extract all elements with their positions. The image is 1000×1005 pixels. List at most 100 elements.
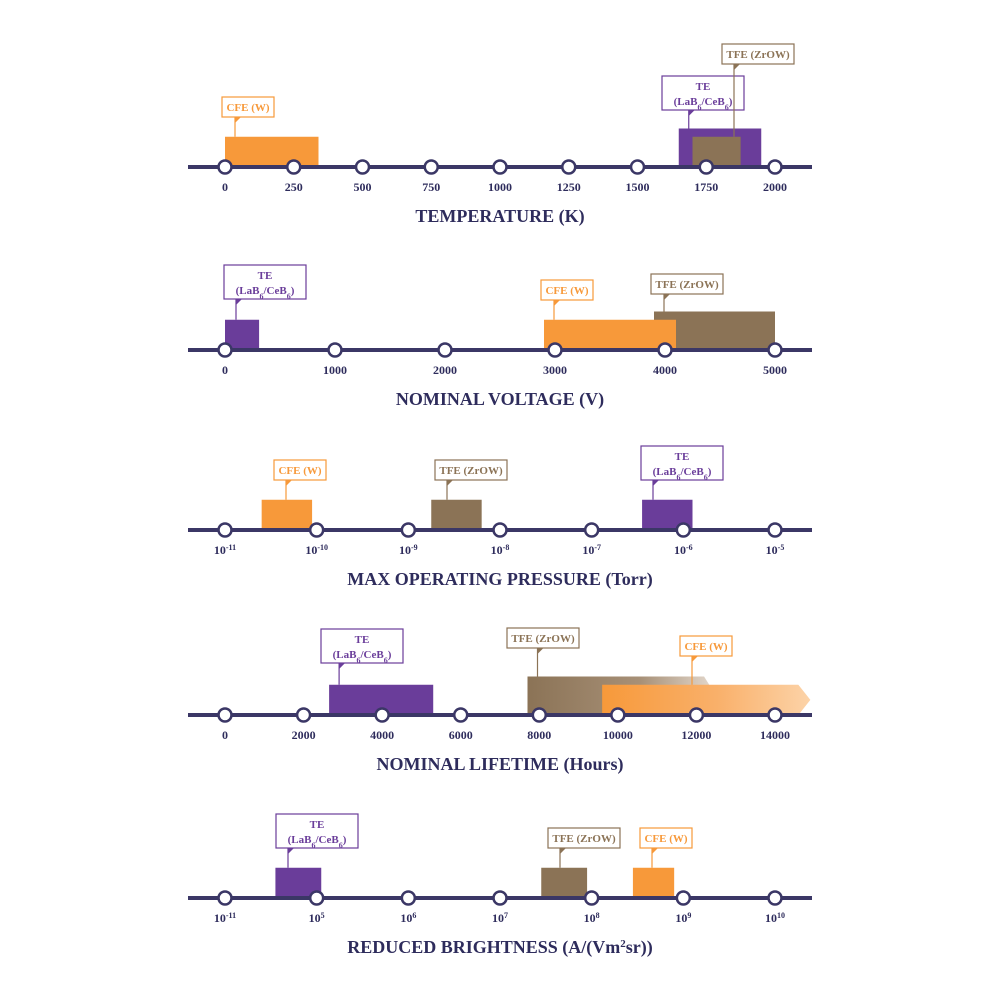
tick-label: 1000 [323,363,347,377]
series-label-tfe: TFE (ZrOW) [721,43,795,137]
tick-label: 105 [309,911,325,926]
range-bar-cfe [602,684,811,715]
tick-marker [217,342,233,358]
tick-marker [452,707,469,723]
series-label-cfe: CFE (W) [540,279,594,320]
tick-label: 0 [222,363,228,377]
axis-title: NOMINAL LIFETIME (Hours) [376,754,623,775]
tick-marker [492,159,508,175]
label-flag [554,300,560,306]
label-box [275,813,359,849]
label-box [547,827,621,849]
label-box [721,43,795,65]
tick-label: 10-11 [214,911,236,926]
tick-label: 1010 [765,911,785,926]
tick-marker [492,522,508,538]
label-text: CFE (W) [545,285,588,297]
tick-label: 2000 [763,180,787,194]
tick-label: 109 [675,911,691,926]
series-label-cfe: CFE (W) [679,635,733,685]
tick-label: 4000 [653,363,677,377]
tick-label: 2000 [433,363,457,377]
tick-marker [217,159,233,175]
tick-marker [657,342,673,358]
tick-label: 6000 [449,728,473,742]
label-box [540,279,594,301]
tick-marker [583,890,600,906]
tick-label: 250 [285,180,303,194]
series-label-cfe: CFE (W) [221,96,275,137]
label-text: (LaB6/CeB6) [333,649,392,665]
tick-label: 1000 [488,180,512,194]
label-flag [653,480,659,486]
series-label-cfe: CFE (W) [639,827,693,868]
tick-label: 107 [492,911,508,926]
label-flag [734,64,740,70]
tick-marker [437,342,453,358]
series-label-te: TE(LaB6/CeB6) [640,445,724,500]
tick-label: 12000 [681,728,711,742]
tick-marker [675,890,692,906]
label-text: TE [355,634,370,646]
range-bar-tfe [431,499,482,530]
series-label-tfe: TFE (ZrOW) [434,459,508,500]
tick-marker [767,522,783,538]
range-bar-cfe [261,499,313,530]
label-text: (LaB6/CeB6) [288,834,347,850]
series-label-tfe: TFE (ZrOW) [506,627,580,677]
label-box [661,75,745,111]
range-bar-cfe [544,319,676,350]
label-text: TE [310,819,325,831]
tick-label: 108 [584,911,600,926]
tick-label: 8000 [527,728,551,742]
tick-marker [767,707,783,723]
axis-panel: 10-11 105 106 107 108 109 1010 TE (LaB6/CeB6) TFE… [188,813,812,958]
tick-marker [492,890,508,906]
series-label-tfe: TFE (ZrOW) [650,273,724,312]
tick-label: 750 [422,180,440,194]
tick-label: 5000 [763,363,787,377]
label-text: CFE (W) [226,102,269,114]
tick-marker [423,159,439,175]
label-flag [664,294,670,300]
tick-marker [547,342,563,358]
tick-marker [767,342,783,358]
label-text: TFE (ZrOW) [655,279,719,291]
tick-marker [767,890,783,906]
label-flag [286,480,292,486]
label-flag [560,848,566,854]
tick-marker [400,522,417,538]
tick-label: 2000 [292,728,316,742]
tick-marker [688,707,705,723]
series-label-tfe: TFE (ZrOW) [547,827,621,868]
tick-label: 0 [222,728,228,742]
tick-marker [400,890,417,906]
label-box [221,96,275,118]
label-box [640,445,724,481]
tick-label: 106 [400,911,416,926]
tick-label: 10-5 [766,543,785,558]
label-text: CFE (W) [684,641,727,653]
label-text: CFE (W) [644,833,687,845]
label-box [679,635,733,657]
tick-marker [217,522,233,538]
label-box [320,628,404,664]
axis-title: NOMINAL VOLTAGE (V) [396,389,604,410]
tick-label: 10-6 [674,543,693,558]
label-text: (LaB6/CeB6) [653,466,712,482]
tick-marker [374,707,390,723]
range-bar-tfe [541,867,588,898]
label-flag [652,848,658,854]
label-flag [235,117,241,123]
tick-marker [327,342,343,358]
tick-marker [675,522,692,538]
tick-marker [610,707,626,723]
series-label-te: TE (LaB6/CeB6) [275,813,359,868]
range-bar-cfe [632,867,675,898]
tick-label: 10000 [603,728,633,742]
tick-label: 10-7 [582,543,601,558]
